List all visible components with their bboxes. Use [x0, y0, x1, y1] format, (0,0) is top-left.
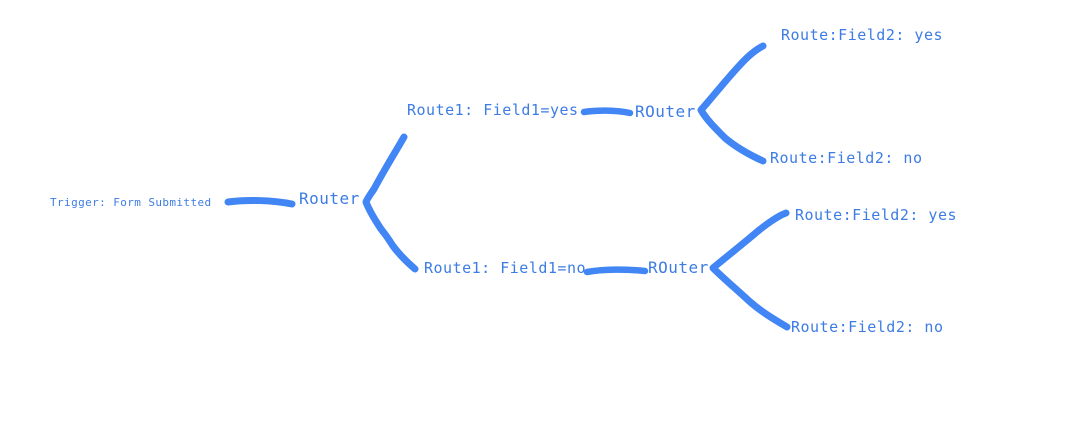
- edge-trigger-to-router: [224, 196, 296, 208]
- node-route-field2-no-bottom: Route:Field2: no: [791, 318, 944, 336]
- node-router-top: ROuter: [635, 102, 696, 121]
- node-router-bottom: ROuter: [648, 258, 709, 277]
- node-route-field2-yes-bottom: Route:Field2: yes: [795, 206, 958, 224]
- edge-router-branch: [362, 133, 419, 273]
- node-route1-field1-no: Route1: Field1=no: [424, 259, 587, 277]
- node-route-field2-yes-top: Route:Field2: yes: [781, 26, 944, 44]
- node-route-field2-no-top: Route:Field2: no: [770, 149, 923, 167]
- edge-no-to-router-bottom: [583, 266, 649, 276]
- edge-yes-to-router-top: [580, 107, 634, 117]
- node-router-root: Router: [299, 189, 360, 208]
- edge-router-bottom-branch: [709, 209, 791, 331]
- node-trigger: Trigger: Form Submitted: [50, 196, 212, 209]
- edge-router-top-branch: [697, 42, 767, 165]
- node-route1-field1-yes: Route1: Field1=yes: [407, 101, 579, 119]
